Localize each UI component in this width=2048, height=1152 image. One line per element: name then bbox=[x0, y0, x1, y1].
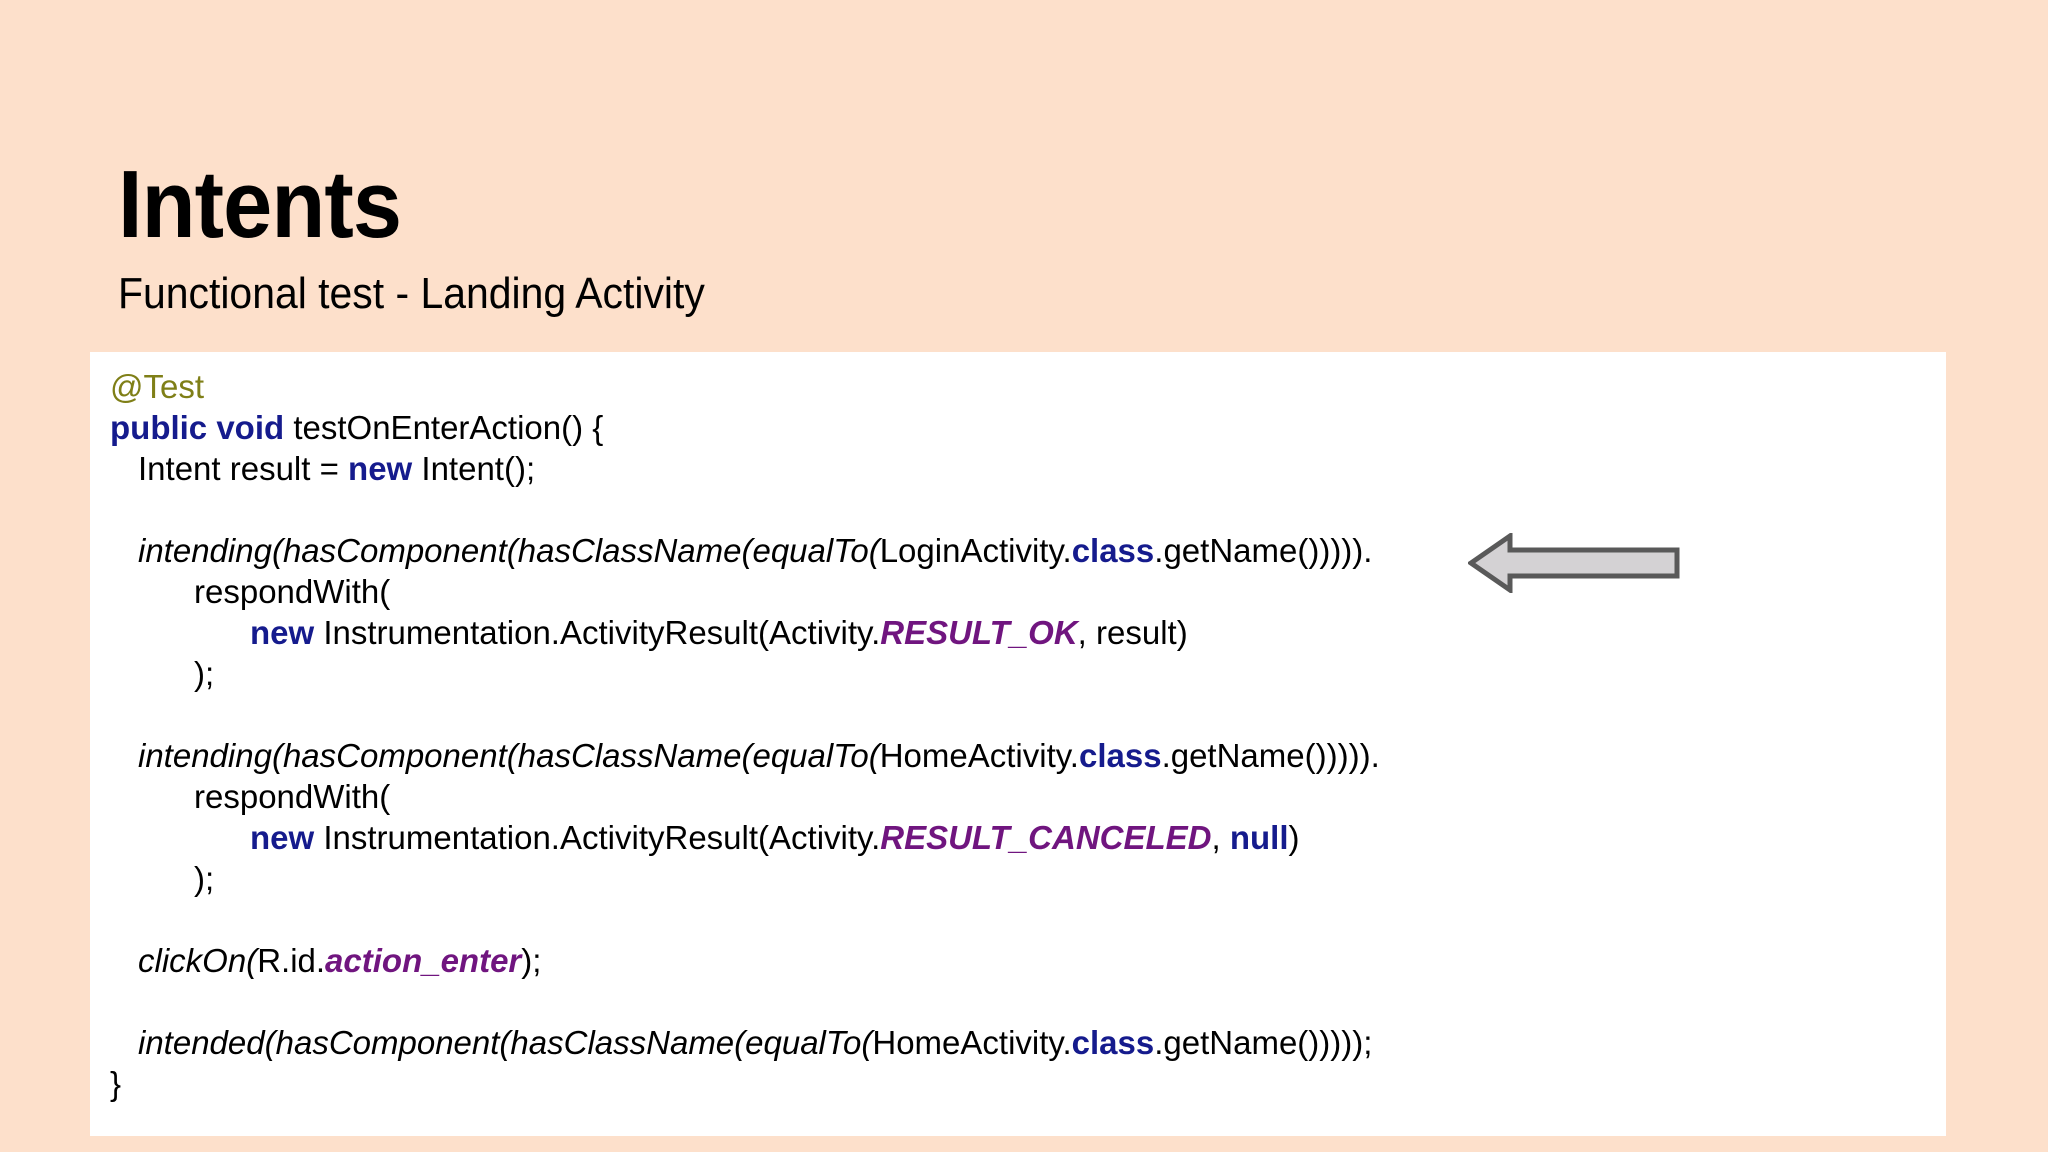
code-line: intended(hasComponent(hasClassName(equal… bbox=[110, 1022, 1938, 1063]
code-line: respondWith( bbox=[110, 571, 1938, 612]
code-token-plain: Intent result = bbox=[138, 450, 349, 487]
code-token-plain: , result) bbox=[1077, 614, 1188, 651]
page-title: Intents bbox=[118, 151, 402, 259]
code-token-plain: ); bbox=[194, 860, 215, 897]
code-token-plain: LoginActivity. bbox=[879, 532, 1072, 569]
code-line: ); bbox=[110, 653, 1938, 694]
code-token-keyword: class bbox=[1071, 1024, 1155, 1061]
code-token-keyword: new bbox=[348, 450, 413, 487]
code-token-keyword: public void bbox=[110, 409, 285, 446]
code-token-plain: Instrumentation.ActivityResult(Activity. bbox=[314, 819, 881, 856]
code-line: public void testOnEnterAction() { bbox=[110, 407, 1938, 448]
code-token-method: intending(hasComponent(hasClassName(equa… bbox=[138, 532, 880, 569]
code-line: @Test bbox=[110, 366, 1938, 407]
code-token-plain: respondWith( bbox=[194, 573, 391, 610]
code-token-const: action_enter bbox=[325, 942, 522, 979]
code-token-plain: HomeActivity. bbox=[879, 737, 1079, 774]
code-token-plain: , bbox=[1211, 819, 1230, 856]
left-arrow-callout-icon bbox=[1468, 533, 1680, 593]
code-line: new Instrumentation.ActivityResult(Activ… bbox=[110, 612, 1938, 653]
code-token-method: intended(hasComponent(hasClassName(equal… bbox=[138, 1024, 873, 1061]
code-token-plain: ); bbox=[194, 655, 215, 692]
code-token-keyword: class bbox=[1071, 532, 1155, 569]
code-line: Intent result = new Intent(); bbox=[110, 448, 1938, 489]
code-token-keyword: class bbox=[1078, 737, 1162, 774]
code-token-keyword: new bbox=[250, 819, 315, 856]
code-line: new Instrumentation.ActivityResult(Activ… bbox=[110, 817, 1938, 858]
code-token-plain: R.id. bbox=[257, 942, 326, 979]
code-token-plain: testOnEnterAction() { bbox=[284, 409, 604, 446]
code-token-plain: ) bbox=[1288, 819, 1300, 856]
code-token-keyword: null bbox=[1229, 819, 1289, 856]
code-line: intending(hasComponent(hasClassName(equa… bbox=[110, 735, 1938, 776]
code-line: } bbox=[110, 1063, 1938, 1104]
code-token-const: RESULT_CANCELED bbox=[880, 819, 1212, 856]
code-token-plain: } bbox=[110, 1065, 122, 1102]
code-token-plain: Instrumentation.ActivityResult(Activity. bbox=[314, 614, 881, 651]
code-line: clickOn(R.id.action_enter); bbox=[110, 940, 1938, 981]
code-line bbox=[110, 489, 1938, 530]
code-line: intending(hasComponent(hasClassName(equa… bbox=[110, 530, 1938, 571]
code-token-plain: .getName())))); bbox=[1154, 1024, 1373, 1061]
code-token-method: intending(hasComponent(hasClassName(equa… bbox=[138, 737, 880, 774]
code-line bbox=[110, 981, 1938, 1022]
slide-subtitle: Functional test - Landing Activity bbox=[118, 269, 705, 318]
code-token-keyword: new bbox=[250, 614, 315, 651]
code-line bbox=[110, 899, 1938, 940]
code-token-plain: Intent(); bbox=[412, 450, 536, 487]
code-line: respondWith( bbox=[110, 776, 1938, 817]
code-line: ); bbox=[110, 858, 1938, 899]
code-token-plain: respondWith( bbox=[194, 778, 391, 815]
code-token-plain: .getName())))). bbox=[1154, 532, 1373, 569]
code-token-annotation: @Test bbox=[110, 368, 205, 405]
code-token-plain: HomeActivity. bbox=[872, 1024, 1072, 1061]
code-token-method: clickOn( bbox=[138, 942, 258, 979]
code-token-plain: .getName())))). bbox=[1161, 737, 1380, 774]
code-token-plain: ); bbox=[521, 942, 542, 979]
code-token-const: RESULT_OK bbox=[880, 614, 1078, 651]
code-line bbox=[110, 694, 1938, 735]
